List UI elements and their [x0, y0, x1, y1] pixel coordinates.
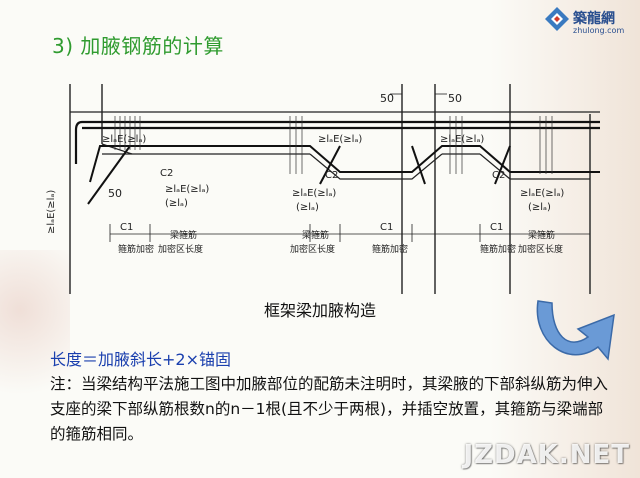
decorative-stamp [0, 250, 70, 420]
c1-label-1: C1 [120, 222, 133, 233]
dimension-lines [109, 93, 590, 242]
dim-50-haunch: 50 [108, 187, 122, 200]
column-lines [69, 84, 591, 294]
decorative-background [490, 0, 640, 478]
beam-stirrup-3: 梁箍筋 [528, 229, 555, 241]
dense-length-1: 加密区长度 [158, 243, 203, 255]
lae-label-2: ≥lₐE(≥lₐ) [318, 134, 362, 145]
dim-50-right: 50 [448, 92, 462, 105]
slide-heading: 3) 加腋钢筋的计算 [52, 34, 224, 58]
haunch-beam-diagram: 50 50 50 ≥lₐE(≥lₐ) ≥lₐE(≥lₐ) ≥lₐE(≥lₐ) ≥… [46, 84, 600, 294]
logo-url: zhulong.com [573, 26, 625, 35]
dense-length-2: 加密区长度 [290, 243, 335, 255]
lae-label-4: ≥lₐE(≥lₐ) [165, 184, 209, 195]
zhulong-logo-icon [545, 7, 569, 31]
stirrup-dense-1: 箍筋加密 [118, 243, 154, 255]
lae-label-1: ≥lₐE(≥lₐ) [102, 134, 146, 145]
zhulong-logo: 築龍網 zhulong.com [543, 5, 633, 39]
c2-label-3: C2 [492, 170, 505, 181]
logo-name: 築龍網 [573, 11, 615, 27]
stirrups [114, 116, 553, 174]
lae-label-3: ≥lₐE(≥lₐ) [440, 134, 484, 145]
top-rebar [74, 120, 600, 164]
lae-label-5: ≥lₐE(≥lₐ) [292, 188, 336, 199]
lae-vertical: ≥lₐE(≥lₐ) [46, 190, 57, 234]
watermark: JZDAK.NET [463, 440, 630, 470]
note-text: 注：当梁结构平法施工图中加腋部位的配筋未注明时，其梁腋的下部斜纵筋为伸入支座的梁… [50, 375, 609, 443]
length-formula: 长度＝加腋斜长+2×锚固 [50, 350, 231, 369]
beam-stirrup-1: 梁箍筋 [170, 229, 197, 241]
lae-bracket-6: (≥lₐ) [528, 202, 551, 213]
c1-label-2: C1 [380, 222, 393, 233]
c2-label-1: C2 [160, 168, 173, 179]
dense-length-3: 加密区长度 [518, 243, 563, 255]
stirrup-dense-2: 箍筋加密 [372, 243, 408, 255]
lae-bracket-5: (≥lₐ) [296, 202, 319, 213]
diagram-caption: 框架梁加腋构造 [263, 301, 376, 320]
c1-label-3: C1 [490, 222, 503, 233]
lae-bracket-4: (≥lₐ) [165, 198, 188, 209]
beam-stirrup-2: 梁箍筋 [302, 229, 329, 241]
dim-50-left: 50 [380, 92, 394, 105]
stirrup-dense-3: 箍筋加密 [480, 243, 516, 255]
curved-arrow-icon[interactable] [528, 295, 620, 375]
c2-label-2: C2 [325, 170, 338, 181]
lae-label-6: ≥lₐE(≥lₐ) [520, 188, 564, 199]
